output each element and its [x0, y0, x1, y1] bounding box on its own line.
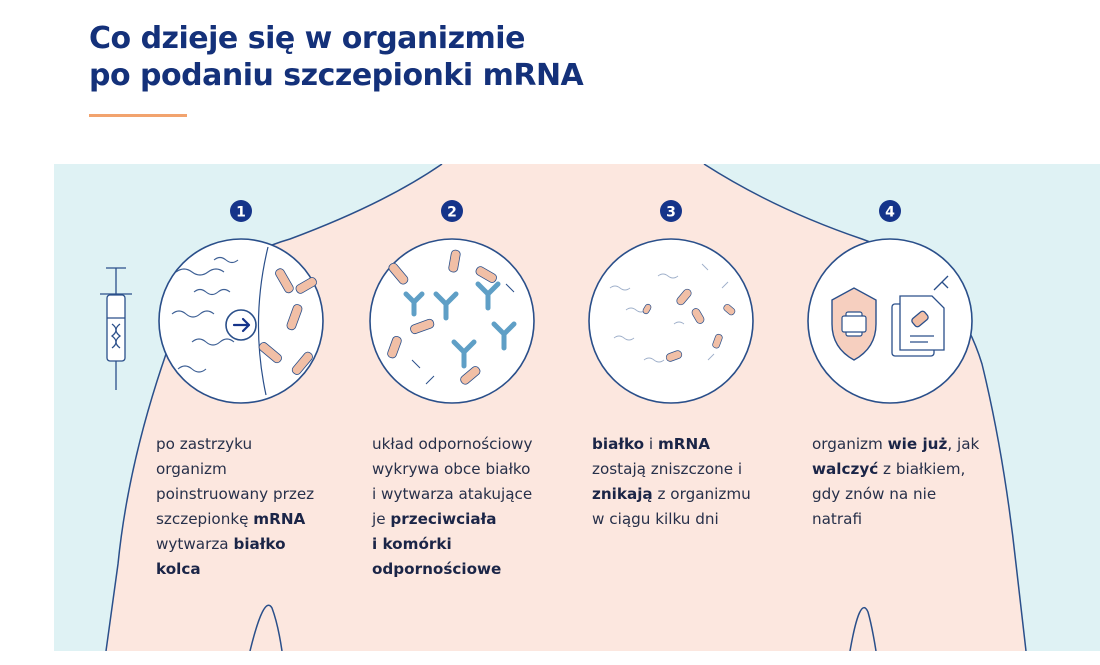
title-line-1: Co dzieje się w organizmie [89, 21, 525, 56]
step-text-run: gdy znów na nie [812, 485, 937, 503]
step-badges: 1 2 3 4 [230, 200, 901, 222]
step-text-run: i komórki [372, 535, 452, 553]
body-illustration: 1 2 3 4 [54, 164, 1100, 651]
page-title: Co dzieje się w organizmie po podaniu sz… [89, 20, 584, 94]
step-3-number: 3 [666, 205, 676, 221]
step-text-run: po zastrzyku [156, 435, 253, 453]
syringe-icon [100, 267, 132, 390]
step-1-circle [158, 238, 324, 404]
antibodies-group [403, 281, 517, 369]
step-text-run: przeciwciała [390, 510, 497, 528]
step-text-run: , jak [947, 435, 980, 453]
document-icon [891, 275, 949, 357]
arm-curve-right [849, 606, 877, 651]
body-scene: 1 2 3 4 po zastrzyku organizm poinstruowan… [54, 164, 1100, 651]
step-2-number: 2 [447, 205, 457, 221]
step-text-run: zostają zniszczone i [592, 460, 743, 478]
step-text-run: z białkiem, [878, 460, 966, 478]
step-text-run: białko [233, 535, 286, 553]
torso-silhouette [106, 164, 1026, 651]
step-3-description: białko i mRNA zostają zniszczone i znikają… [592, 432, 792, 532]
step-text-run: białko [592, 435, 645, 453]
step-1-number: 1 [236, 205, 246, 221]
step-text-run: odpornościowe [372, 560, 502, 578]
step-2-circle [369, 238, 535, 404]
step-text-run: i wytwarza atakujące [372, 485, 533, 503]
step-2-description: układ odpornościowy wykrywa obce białko i … [372, 432, 572, 582]
step-3-circle [588, 238, 754, 404]
step-text-run: szczepionkę [156, 510, 254, 528]
shield-icon [831, 287, 877, 361]
step-4-description: organizm wie już, jak walczyć z białkiem,… [812, 432, 1012, 532]
step-1-description: po zastrzyku organizm poinstruowany przez s… [156, 432, 356, 582]
step-text-run: natrafi [812, 510, 863, 528]
title-line-2: po podaniu szczepionki mRNA [89, 58, 584, 93]
step-text-run: i [644, 435, 658, 453]
step-text-run: kolca [156, 560, 201, 578]
step-text-run: organizm [156, 460, 227, 478]
step-text-run: walczyć [812, 460, 879, 478]
step-text-run: wie już [887, 435, 948, 453]
step-4-circle [807, 238, 973, 404]
step-text-run: poinstruowany przez [156, 485, 315, 503]
step-text-run: je [372, 510, 391, 528]
step-text-run: wytwarza [156, 535, 234, 553]
step-4-number: 4 [885, 205, 895, 221]
step-text-run: znikają [592, 485, 653, 503]
step-text-run: w ciągu kilku dni [592, 510, 719, 528]
step-text-run: mRNA [253, 510, 306, 528]
step-text-run: z organizmu [652, 485, 751, 503]
arm-curve-left [249, 604, 283, 651]
step-text-run: mRNA [657, 435, 710, 453]
title-accent-line [89, 114, 187, 117]
step-text-run: wykrywa obce białko [372, 460, 531, 478]
step-text-run: układ odpornościowy [372, 435, 533, 453]
step-text-run: organizm [812, 435, 888, 453]
